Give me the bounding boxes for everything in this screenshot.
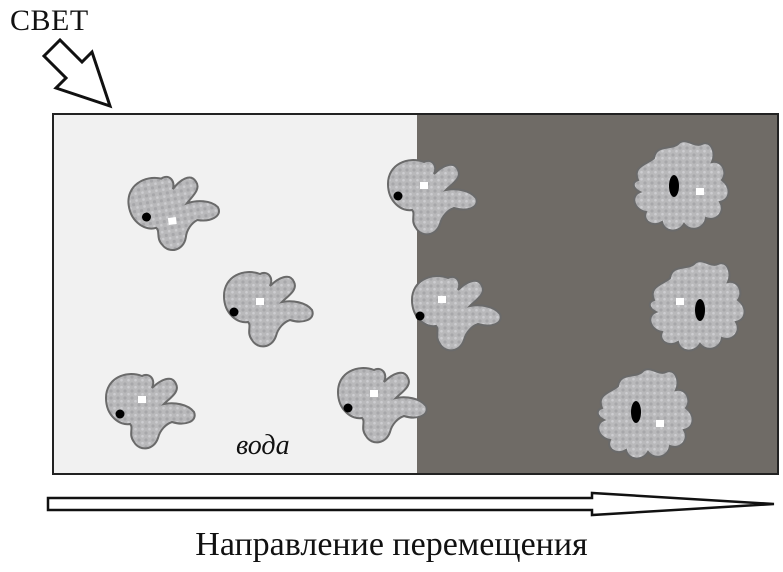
amoeba-1 bbox=[125, 169, 223, 255]
movement-direction-arrow bbox=[44, 490, 779, 520]
vacuole bbox=[168, 217, 177, 225]
amoeba-6 bbox=[338, 368, 427, 442]
vacuole bbox=[656, 420, 664, 427]
vacuole bbox=[256, 298, 264, 305]
vacuole bbox=[438, 296, 446, 303]
nucleus bbox=[416, 312, 425, 321]
nucleus bbox=[669, 175, 679, 197]
water-label: вода bbox=[236, 430, 290, 462]
amoeba-5 bbox=[412, 276, 501, 350]
amoeba-7 bbox=[634, 141, 729, 230]
amoeba-8 bbox=[650, 261, 745, 350]
amoeba-9 bbox=[598, 369, 693, 458]
nucleus bbox=[344, 404, 353, 413]
amoeba-2 bbox=[224, 272, 313, 346]
nucleus bbox=[695, 299, 705, 321]
nucleus bbox=[394, 192, 403, 201]
direction-label: Направление перемещения bbox=[0, 526, 783, 564]
nucleus bbox=[631, 401, 641, 423]
nucleus bbox=[230, 308, 239, 317]
vacuole bbox=[420, 182, 428, 189]
vacuole bbox=[370, 390, 378, 397]
vacuole bbox=[138, 396, 146, 403]
vacuole bbox=[696, 188, 704, 195]
amoeba-4 bbox=[388, 160, 477, 234]
vacuole bbox=[676, 298, 684, 305]
nucleus bbox=[116, 410, 125, 419]
amoeba-3 bbox=[106, 374, 195, 448]
